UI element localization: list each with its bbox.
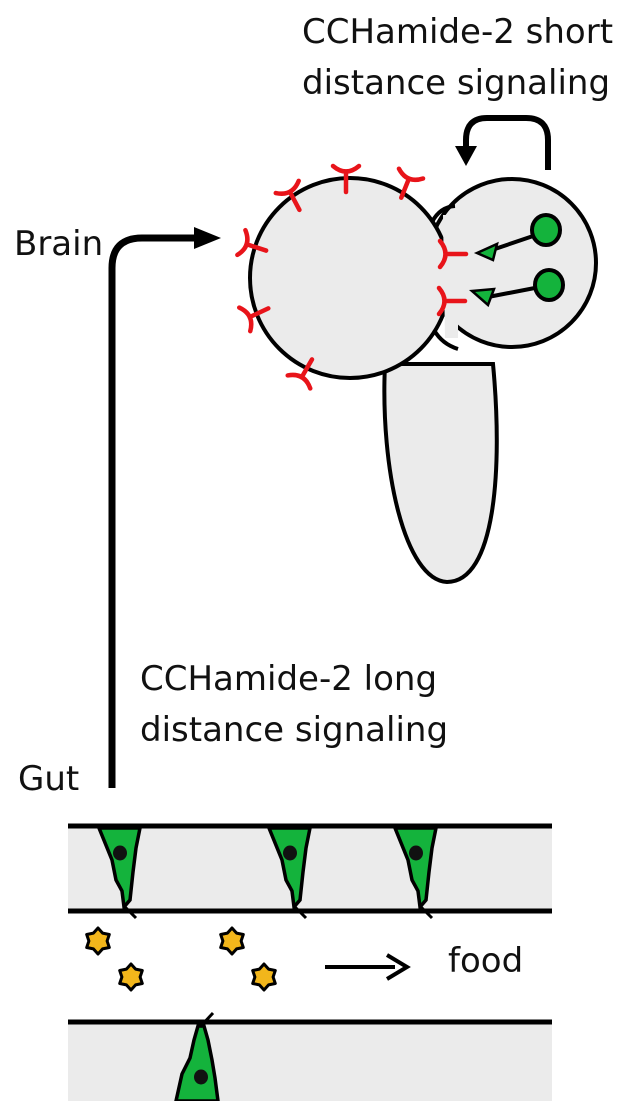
gut-wall-bottom xyxy=(68,1022,552,1101)
long-distance-label-line1: CCHamide-2 long xyxy=(140,659,437,699)
short-distance-label-line1: CCHamide-2 short xyxy=(302,12,613,52)
nucleus xyxy=(409,846,423,861)
food-label: food xyxy=(448,941,523,981)
food-particle xyxy=(253,964,276,990)
food-particle xyxy=(120,964,143,990)
neuron-soma xyxy=(535,270,563,300)
short-distance-arrow xyxy=(455,118,548,170)
arrowhead xyxy=(455,146,477,166)
nucleus xyxy=(113,846,127,861)
gut-label: Gut xyxy=(18,759,79,799)
long-distance-label-line2: distance signaling xyxy=(140,710,448,750)
ventral-nerve-cord xyxy=(384,364,496,582)
food-particles xyxy=(87,928,276,990)
short-distance-label-line2: distance signaling xyxy=(302,63,610,103)
arrowhead xyxy=(194,227,221,249)
food-particle xyxy=(221,928,244,954)
food-flow-arrow xyxy=(325,955,407,979)
brain-label: Brain xyxy=(14,224,103,264)
nucleus xyxy=(283,846,297,861)
food-particle xyxy=(87,928,110,954)
brain-hemisphere-left xyxy=(250,178,450,378)
brain-seam-fill xyxy=(443,215,458,338)
neuron-soma xyxy=(532,215,560,245)
nucleus xyxy=(194,1070,208,1085)
gut-wall-top xyxy=(68,826,552,910)
long-distance-arrow xyxy=(112,227,221,788)
